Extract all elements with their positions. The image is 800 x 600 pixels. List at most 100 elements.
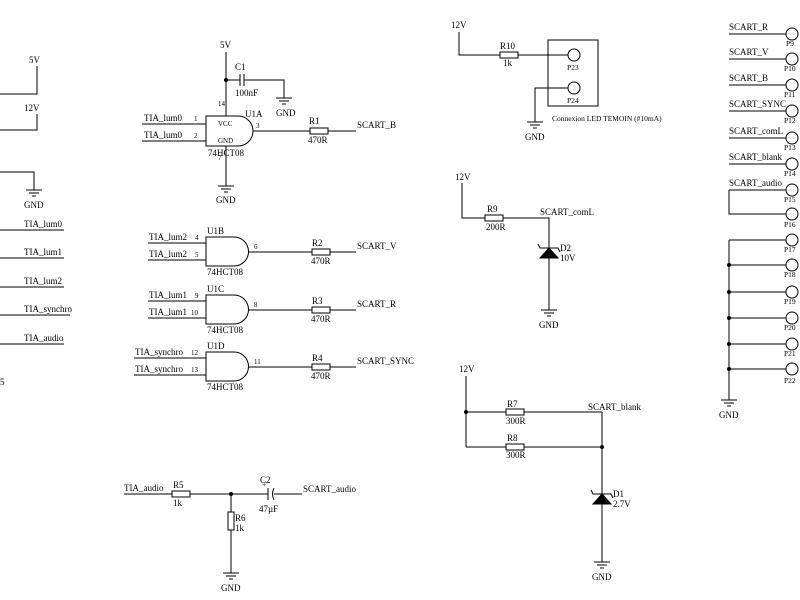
scart-pin-p12: SCART_SYNC P12 xyxy=(729,99,799,125)
scart-pin-p20: P20 xyxy=(727,311,799,332)
gate-u1d-block: U1D 74HCT08 TIA_synchro 12 TIA_synchro 1… xyxy=(134,341,414,392)
r2-value: 470R xyxy=(311,256,331,266)
r2-ref: R2 xyxy=(312,238,323,248)
scart-pin-p19: P19 xyxy=(727,285,799,306)
scart-pin-net: SCART_audio xyxy=(729,178,782,188)
resistor-r3 xyxy=(311,306,331,314)
resistor-r9 xyxy=(484,214,504,222)
u1a-pin-in2: 2 xyxy=(194,132,198,140)
c1-value: 100nF xyxy=(235,88,258,98)
scart-pin-p17: P17 xyxy=(729,233,799,254)
scart-pin-label: P13 xyxy=(784,143,796,152)
left-net-tia-lum1: TIA_lum1 xyxy=(24,247,62,257)
left-net-tia-lum2: TIA_lum2 xyxy=(24,276,62,286)
scart-pin-label: P14 xyxy=(784,169,796,178)
u1a-gnd-pin-number: 7 xyxy=(218,154,222,162)
led-caption: Connexion LED TEMOIN (#10mA) xyxy=(552,114,662,123)
audio-gnd-label: GND xyxy=(221,583,241,593)
scart-blank-block: 12V R7 300R R8 300R SCART_blank D1 2.7V … xyxy=(459,364,641,582)
scart-pin-p13: SCART_comL P13 xyxy=(729,126,799,152)
resistor-r2 xyxy=(311,248,331,256)
coml-12v-label: 12V xyxy=(455,172,471,182)
led-gnd-label: GND xyxy=(525,132,545,142)
net-scart-audio: SCART_audio xyxy=(303,484,356,494)
r8-value: 300R xyxy=(506,450,526,460)
u1b-pin-in1: 4 xyxy=(195,234,199,242)
u1c-pin-out: 8 xyxy=(254,301,258,309)
scart-pin-label: P9 xyxy=(786,39,794,48)
scart-pin-p14: SCART_blank P14 xyxy=(729,152,799,178)
scart-connector: SCART_R P9 SCART_V P10 SCART_B P11 SCART… xyxy=(719,22,799,420)
u1d-pin-in1: 12 xyxy=(191,349,199,357)
left-5v-label: 5V xyxy=(29,55,41,65)
resistor-r6 xyxy=(227,511,235,531)
r1-value: 470R xyxy=(308,135,328,145)
led-12v-label: 12V xyxy=(451,20,467,30)
u1a-gnd-label-top: GND xyxy=(276,108,296,118)
scart-gnd-label: GND xyxy=(719,410,739,420)
net-scart-sync: SCART_SYNC xyxy=(357,356,414,366)
scart-pin-p16: P16 xyxy=(728,190,799,229)
led-connection-block: 12V R10 1k P23 P24 GND Connexion LED TEM… xyxy=(451,20,662,142)
left-12v-label: 12V xyxy=(24,103,40,113)
pin-p24-label: P24 xyxy=(567,96,579,105)
scart-pin-label: P22 xyxy=(784,376,796,385)
left-connector-partial: 5V 12V GND TIA_lum0 TIA_lum1 TIA_lum2 TI… xyxy=(0,55,72,387)
d2-ref: D2 xyxy=(560,243,571,253)
blank-12v-label: 12V xyxy=(459,364,475,374)
audio-filter-block: TIA_audio R5 1k R6 1k GND + C2 47µF SCAR… xyxy=(124,475,356,593)
u1a-vcc-label: VCC xyxy=(218,120,233,128)
c2-plus-sign: + xyxy=(262,480,266,489)
u1c-pin-in2: 10 xyxy=(191,309,199,317)
u1a-pin-in1: 1 xyxy=(194,115,198,123)
u1c-pin-in1: 9 xyxy=(195,292,199,300)
scart-pin-label: P17 xyxy=(784,245,796,254)
scart-pin-label: P19 xyxy=(784,297,796,306)
u1b-part: 74HCT08 xyxy=(207,267,244,277)
scart-pin-p22: P22 xyxy=(727,362,799,385)
scart-pin-label: P20 xyxy=(784,323,796,332)
u1a-gnd-label-bottom: GND xyxy=(216,195,236,205)
r3-ref: R3 xyxy=(312,296,323,306)
r6-value: 1k xyxy=(235,523,245,533)
r3-value: 470R xyxy=(311,314,331,324)
u1d-pin-out: 11 xyxy=(254,358,261,366)
and-gate-u1c xyxy=(205,294,249,325)
r7-value: 300R xyxy=(506,416,526,426)
and-gate-u1d xyxy=(205,351,249,382)
d1-ref: D1 xyxy=(613,489,624,499)
r9-ref: R9 xyxy=(487,204,498,214)
coml-gnd-label: GND xyxy=(539,320,559,330)
net-scart-blank: SCART_blank xyxy=(588,402,641,412)
u1a-in2-net: TIA_lum0 xyxy=(144,130,182,140)
u1c-in1-net: TIA_lum1 xyxy=(149,290,187,300)
net-scart-coml: SCART_comL xyxy=(540,207,594,217)
r10-ref: R10 xyxy=(500,41,516,51)
scart-pin-net: SCART_comL xyxy=(729,126,783,136)
scart-pin-label: P11 xyxy=(784,90,796,99)
r4-ref: R4 xyxy=(312,353,323,363)
resistor-r4 xyxy=(311,363,331,371)
scart-pin-net: SCART_B xyxy=(729,73,768,83)
scart-pin-p18: P18 xyxy=(727,258,799,279)
c2-ref: C2 xyxy=(260,475,271,485)
r8-ref: R8 xyxy=(507,433,518,443)
scart-pin-label: P10 xyxy=(784,64,796,73)
r4-value: 470R xyxy=(311,371,331,381)
u1c-in2-net: TIA_lum1 xyxy=(149,307,187,317)
u1a-pin-out: 3 xyxy=(256,122,260,130)
gate-u1c-block: U1C 74HCT08 TIA_lum1 9 TIA_lum1 10 8 R3 … xyxy=(148,284,396,335)
left-gnd-label: GND xyxy=(24,200,44,210)
u1b-pin-in2: 5 xyxy=(195,251,199,259)
zener-diode-d1 xyxy=(591,493,613,505)
u1b-in1-net: TIA_lum2 xyxy=(149,232,187,242)
blank-gnd-label: GND xyxy=(592,572,612,582)
u1a-ref: U1A xyxy=(245,109,263,119)
and-gate-u1a xyxy=(205,115,254,147)
resistor-r7 xyxy=(505,408,525,416)
scart-pin-p10: SCART_V P10 xyxy=(729,47,799,73)
left-net-tia-synchro: TIA_synchro xyxy=(24,304,72,314)
u1d-in2-net: TIA_synchro xyxy=(135,364,183,374)
scart-pin-label: P21 xyxy=(784,349,796,358)
